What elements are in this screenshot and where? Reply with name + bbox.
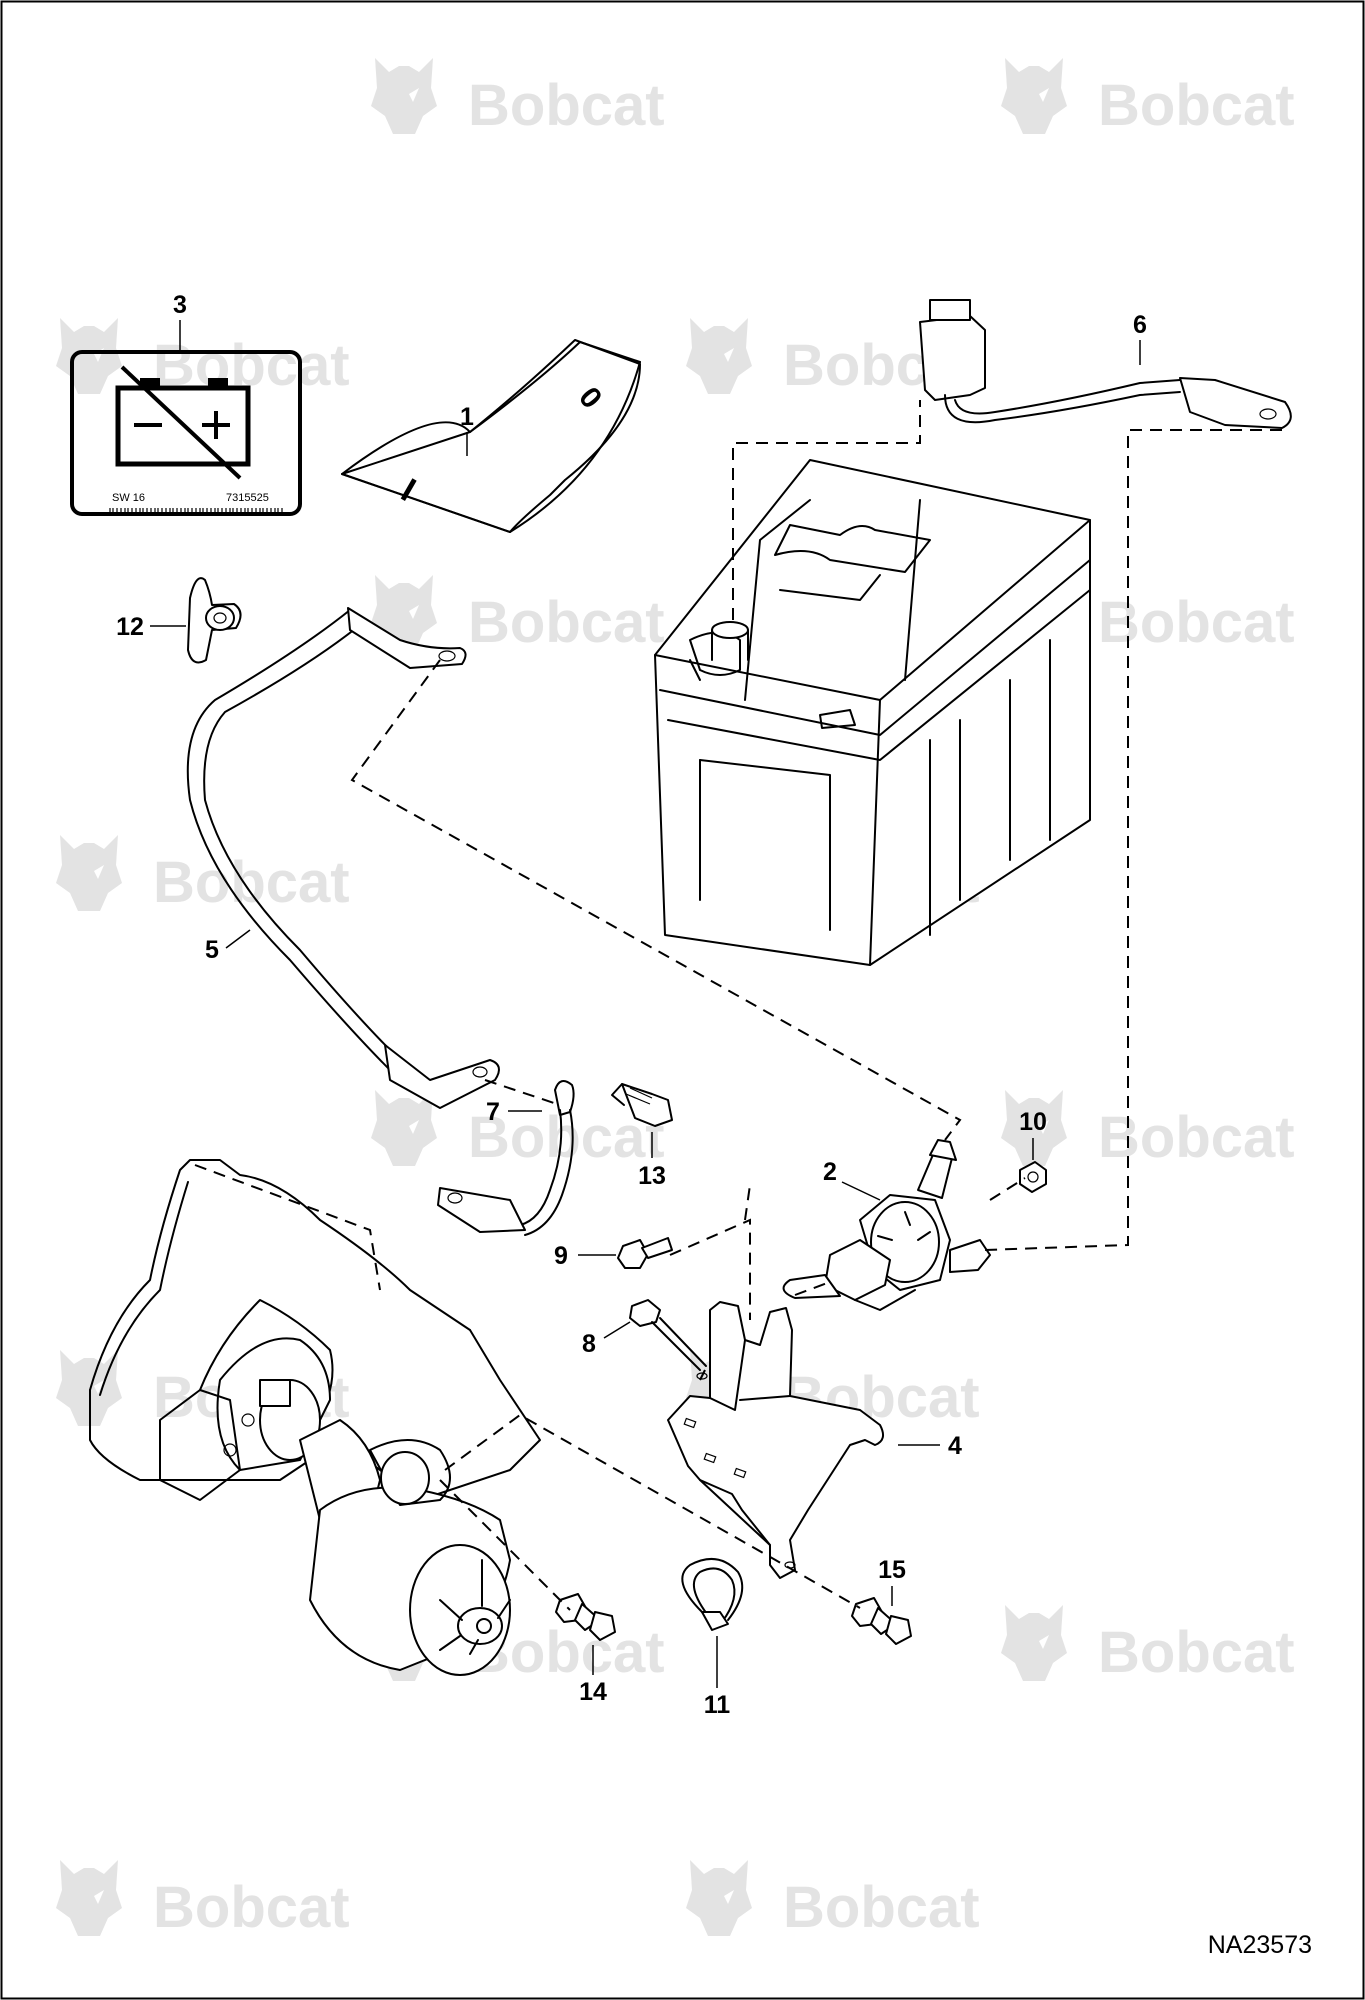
bolt-9 (617, 1237, 673, 1269)
watermark: Bobcat (371, 575, 665, 655)
watermark-text: Bobcat (783, 1875, 980, 1940)
watermark-text: Bobcat (468, 1105, 665, 1170)
assembly-leader-lines (194, 400, 1282, 1611)
watermark-text: Bobcat (1098, 73, 1295, 138)
callout-pointer (841, 1181, 881, 1201)
switch-plate-decal: I 0 (341, 339, 641, 533)
watermark-text: Bobcat (468, 73, 665, 138)
watermark: Bobcat (1001, 575, 1295, 655)
watermark-layer: Bobcat Bobcat Bobcat Bobcat Bobcat Bobca… (56, 58, 1295, 1940)
callout-11: 11 (704, 1691, 731, 1719)
watermark-text: Bobcat (153, 850, 350, 915)
battery-cable-6 (919, 299, 1292, 429)
cable-clip (187, 577, 242, 664)
watermark-text: Bobcat (1098, 1620, 1295, 1685)
callout-6: 6 (1133, 311, 1147, 339)
bobcat-logo-icon (686, 318, 752, 394)
bobcat-logo-icon (56, 835, 122, 911)
callout-13: 13 (638, 1162, 666, 1190)
mounting-bracket (667, 1301, 885, 1579)
watermark: Bobcat (1001, 58, 1295, 138)
battery-disconnect-decal: SW 16 7315525 (70, 350, 302, 516)
battery-icon (115, 365, 251, 480)
bobcat-logo-icon (1001, 58, 1067, 134)
watermark: Bobcat (56, 1860, 350, 1940)
bolt-13 (611, 1083, 673, 1127)
bobcat-logo-icon (56, 318, 122, 394)
bolt-14 (555, 1593, 616, 1641)
drawing-number: NA23573 (1208, 1931, 1312, 1959)
callout-14: 14 (579, 1678, 607, 1706)
decal-model-text: SW 16 (112, 492, 145, 504)
battery-disconnect-switch (782, 1139, 991, 1311)
callout-10: 10 (1019, 1108, 1047, 1136)
battery (654, 459, 1091, 966)
callout-2: 2 (823, 1158, 837, 1186)
watermark: Bobcat (56, 835, 350, 915)
callout-15: 15 (878, 1556, 906, 1584)
bolt-15 (851, 1597, 912, 1645)
callout-7: 7 (486, 1098, 500, 1126)
watermark-text: Bobcat (153, 1875, 350, 1940)
watermark-text: Bobcat (1098, 1105, 1295, 1170)
watermark-text: Bobcat (1098, 590, 1295, 655)
clamp-11 (681, 1557, 744, 1631)
callout-3: 3 (173, 291, 187, 319)
callout-12: 12 (116, 613, 144, 641)
watermark: Bobcat (371, 58, 665, 138)
ground-cable-7 (437, 1080, 575, 1236)
watermark: Bobcat (686, 1860, 980, 1940)
bobcat-logo-icon (1001, 1605, 1067, 1681)
callout-4: 4 (948, 1432, 962, 1460)
watermark-text: Bobcat (468, 590, 665, 655)
callout-1: 1 (460, 403, 474, 431)
callout-labels: 3 1 6 12 5 7 13 10 2 9 8 4 15 14 11 (116, 291, 1147, 1719)
starter-motor-assembly (89, 1159, 541, 1676)
watermark: Bobcat (1001, 1090, 1295, 1170)
callout-9: 9 (554, 1242, 568, 1270)
battery-cable-5 (186, 607, 500, 1109)
bobcat-logo-icon (56, 1860, 122, 1936)
bolt-8 (629, 1299, 707, 1371)
watermark: Bobcat (1001, 1605, 1295, 1685)
decal-part-number: 7315525 (226, 492, 269, 504)
callout-pointer (225, 929, 251, 949)
nut-10 (1019, 1161, 1047, 1193)
decal-barcode (109, 508, 283, 512)
callout-5: 5 (205, 936, 219, 964)
bobcat-logo-icon (686, 1860, 752, 1936)
callout-pointer (603, 1321, 631, 1339)
bobcat-logo-icon (371, 58, 437, 134)
callout-8: 8 (582, 1330, 596, 1358)
watermark: Bobcat (371, 1090, 665, 1170)
